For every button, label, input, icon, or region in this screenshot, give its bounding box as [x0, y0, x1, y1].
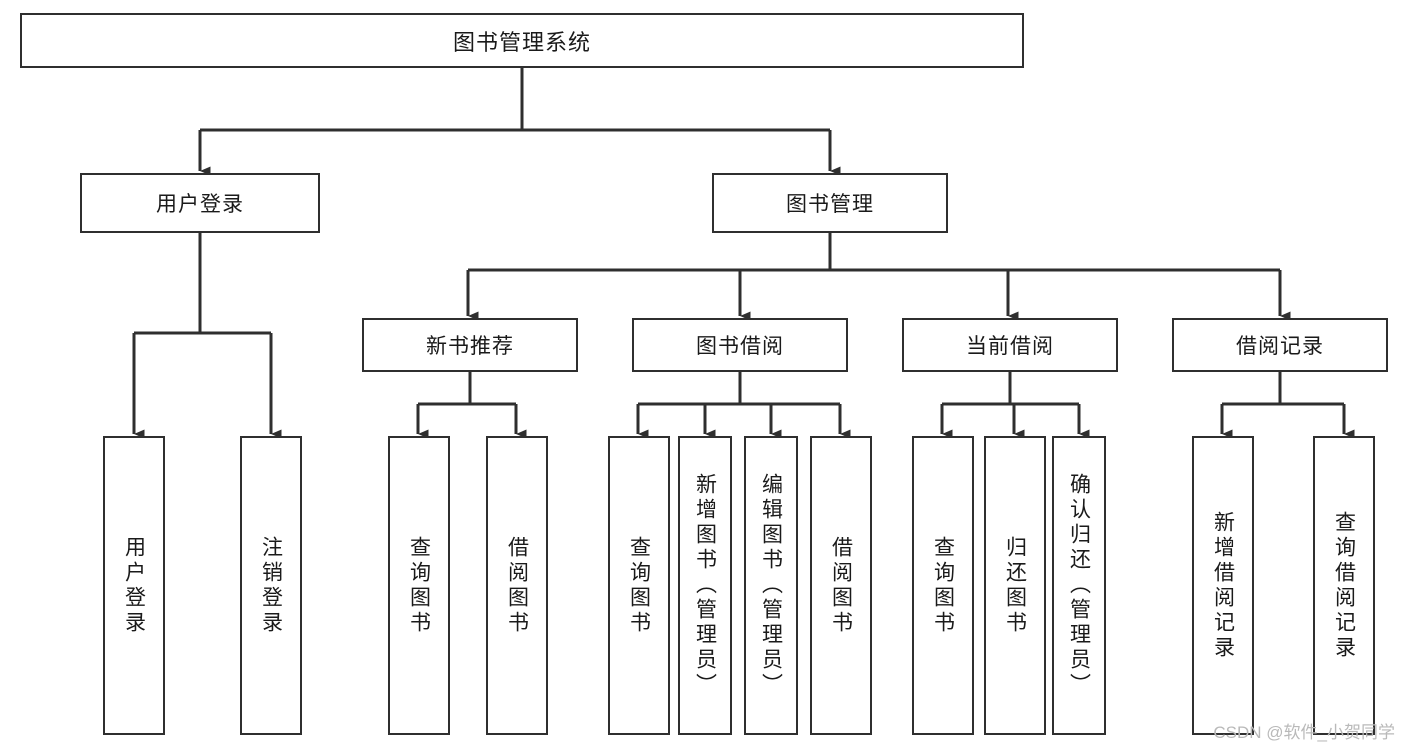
node-label: 归还图书 — [1003, 535, 1027, 636]
node-label: 借阅图书 — [505, 535, 529, 636]
node-label: 图书管理 — [786, 193, 874, 216]
node-leaf-query-book-borrow[interactable]: 查询图书 — [608, 436, 670, 735]
node-new-book-recommend[interactable]: 新书推荐 — [362, 318, 578, 372]
node-label: 注销登录 — [259, 535, 283, 636]
node-label: 用户登录 — [156, 193, 244, 216]
node-leaf-user-login[interactable]: 用户登录 — [103, 436, 165, 735]
node-book-borrow[interactable]: 图书借阅 — [632, 318, 848, 372]
node-leaf-borrow-book[interactable]: 借阅图书 — [810, 436, 872, 735]
node-label: 图书管理系统 — [452, 29, 591, 55]
node-root[interactable]: 图书管理系统 — [20, 13, 1024, 68]
node-label: 确认归还（管理员） — [1067, 473, 1091, 698]
node-label: 查询图书 — [407, 535, 431, 636]
node-current-borrow[interactable]: 当前借阅 — [902, 318, 1118, 372]
watermark-text: CSDN @软件_小贺同学 — [1213, 723, 1395, 742]
node-book-management[interactable]: 图书管理 — [712, 173, 948, 233]
node-label: 借阅图书 — [829, 535, 853, 636]
node-label: 新增借阅记录 — [1211, 510, 1235, 661]
node-label: 查询借阅记录 — [1332, 510, 1356, 661]
node-leaf-add-borrow-record[interactable]: 新增借阅记录 — [1192, 436, 1254, 735]
node-leaf-borrow-book-recommend[interactable]: 借阅图书 — [486, 436, 548, 735]
node-leaf-logout-login[interactable]: 注销登录 — [240, 436, 302, 735]
node-leaf-query-book-recommend[interactable]: 查询图书 — [388, 436, 450, 735]
node-leaf-query-book-current[interactable]: 查询图书 — [912, 436, 974, 735]
node-label: 图书借阅 — [696, 335, 784, 358]
node-label: 用户登录 — [122, 535, 146, 636]
node-label: 借阅记录 — [1236, 335, 1324, 358]
node-leaf-add-book-admin[interactable]: 新增图书（管理员） — [678, 436, 732, 735]
node-leaf-return-book[interactable]: 归还图书 — [984, 436, 1046, 735]
node-leaf-confirm-return-admin[interactable]: 确认归还（管理员） — [1052, 436, 1106, 735]
node-leaf-edit-book-admin[interactable]: 编辑图书（管理员） — [744, 436, 798, 735]
node-label: 编辑图书（管理员） — [759, 473, 783, 698]
node-leaf-query-borrow-record[interactable]: 查询借阅记录 — [1313, 436, 1375, 735]
node-label: 新增图书（管理员） — [693, 473, 717, 698]
node-label: 查询图书 — [627, 535, 651, 636]
node-user-login[interactable]: 用户登录 — [80, 173, 320, 233]
node-label: 查询图书 — [931, 535, 955, 636]
node-borrow-record[interactable]: 借阅记录 — [1172, 318, 1388, 372]
connector-lines — [132, 68, 1355, 439]
node-label: 新书推荐 — [426, 335, 514, 358]
node-label: 当前借阅 — [966, 335, 1054, 358]
